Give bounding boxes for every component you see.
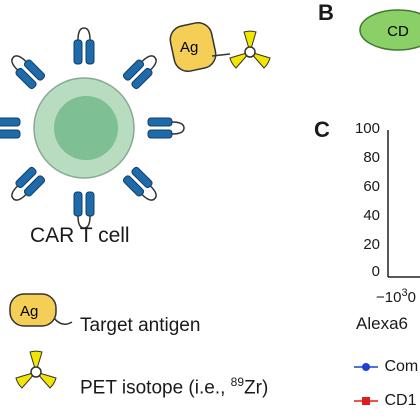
x-axis-label: Alexa6 [356, 314, 408, 333]
isotope-trefoil-icon [229, 30, 271, 69]
x-tick-sup: 3 [401, 287, 408, 299]
legend-circle-marker [354, 362, 378, 371]
y-tick-label: 40 [363, 207, 380, 224]
panel-c-axes [387, 130, 420, 278]
panel-b-pill: CD [359, 9, 420, 51]
legend-item: CD1 [352, 392, 416, 410]
car-receptor-icon [122, 166, 157, 201]
x-tick-tail: 0 [407, 289, 416, 306]
legend-antigen-chip: Ag [9, 293, 73, 327]
panel-b-letter: B [318, 0, 334, 25]
antigen-chip-text: Ag [180, 39, 198, 56]
panel-b-pill-text: CD [387, 23, 409, 40]
y-tick-label: 0 [371, 263, 380, 280]
car-receptor-icon [0, 117, 21, 139]
car-receptor-icon [122, 55, 157, 90]
legend-isotope-suffix: Zr) [244, 377, 269, 399]
panel-c-letter: C [314, 117, 330, 142]
legend-antigen-label: Target antigen [80, 315, 201, 336]
legend-isotope-icon [15, 350, 57, 389]
y-tick-label: 60 [363, 178, 380, 195]
legend-antigen-chip-text: Ag [20, 303, 38, 320]
legend-item: Com [352, 358, 418, 376]
legend-isotope-prefix: PET isotope (i.e., [80, 377, 231, 399]
legend-isotope-label: PET isotope (i.e., 89Zr) [80, 375, 268, 399]
x-tick-main: −10 [376, 289, 402, 306]
legend-label: CD1 [384, 392, 417, 409]
legend-isotope-mass: 89 [230, 375, 245, 389]
car-t-cell [33, 77, 135, 179]
car-receptor-icon [73, 191, 95, 229]
car-receptor-icon [73, 27, 95, 65]
cell-nucleus [54, 96, 118, 160]
car-receptor-icon [11, 166, 46, 201]
antigen-chip-top: Ag [169, 21, 231, 73]
y-tick-label: 100 [354, 120, 380, 137]
cell-label: CAR T cell [30, 224, 130, 247]
y-tick-label: 20 [363, 236, 380, 253]
car-receptors [0, 27, 185, 229]
car-receptor-icon [11, 55, 46, 90]
legend-label: Com [384, 358, 419, 375]
x-tick-label: −1030 [376, 287, 416, 306]
car-receptor-icon [147, 117, 185, 139]
legend-square-marker [354, 396, 378, 405]
y-tick-label: 80 [363, 149, 380, 166]
